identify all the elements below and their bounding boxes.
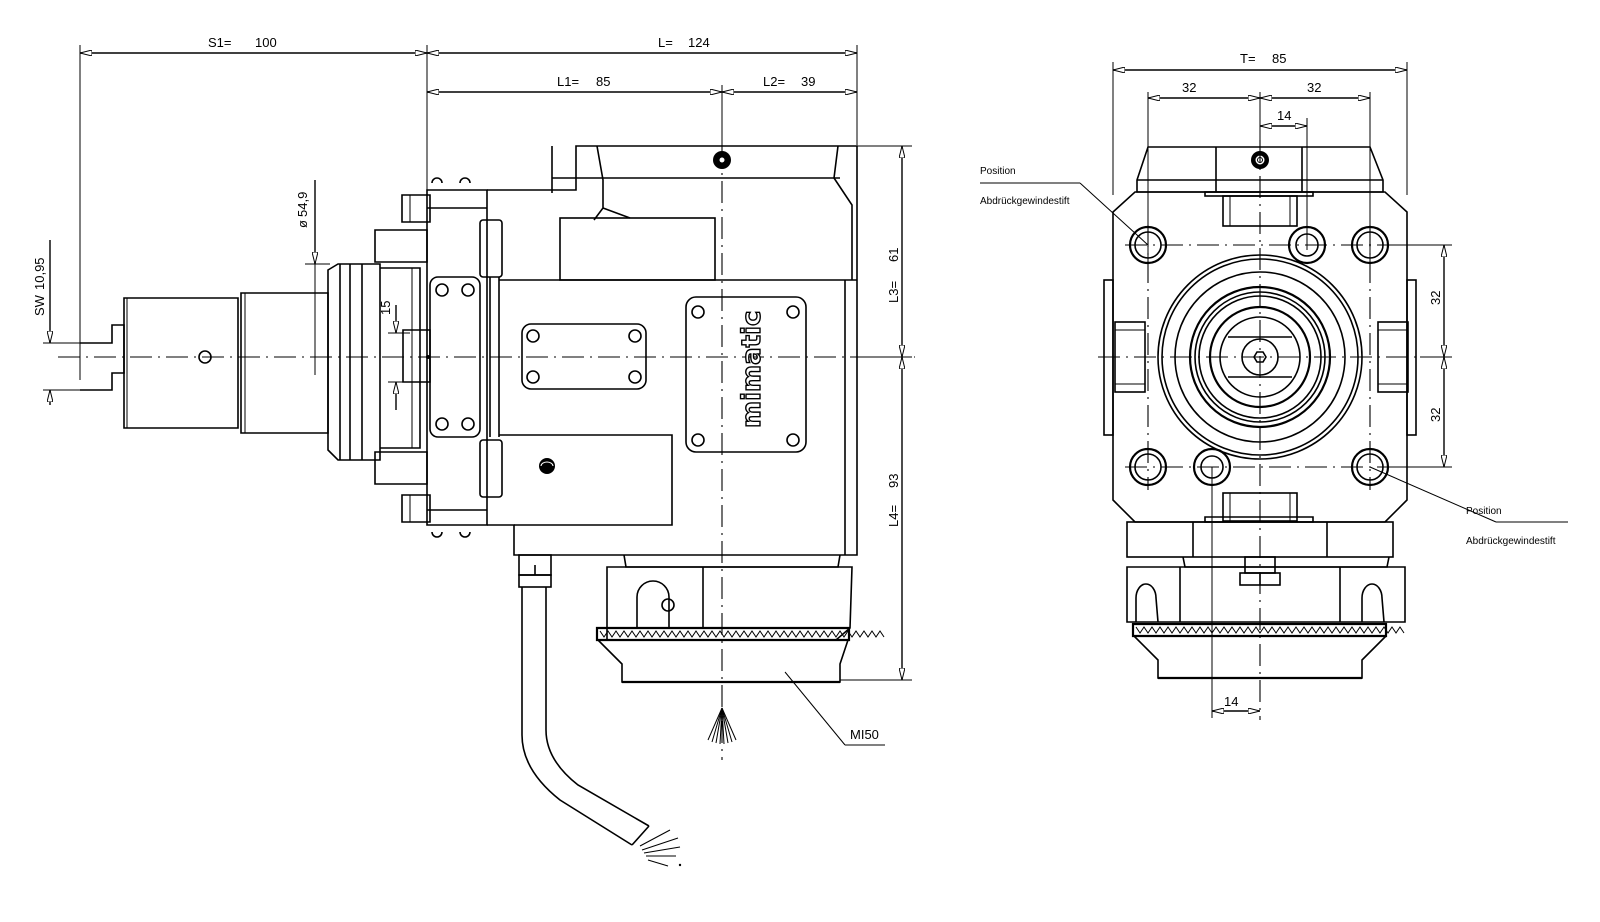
dimension-l-value: 124 xyxy=(688,35,710,50)
dimension-t: T= 85 xyxy=(1112,51,1408,195)
callout-top-line2: Abdrückgewindestift xyxy=(980,196,1070,207)
dimension-l4-label: L4= xyxy=(886,505,901,527)
callout-top: Position Abdrückgewindestift xyxy=(980,166,1149,246)
dimension-l3: L3= 61 xyxy=(850,145,912,358)
dimension-l2-value: 39 xyxy=(801,74,815,89)
flange-plate xyxy=(374,177,503,538)
dimension-sw-value: 10,95 xyxy=(32,257,47,290)
dimension-t-label: T= xyxy=(1240,51,1256,66)
dimension-s1-label: S1= xyxy=(208,35,232,50)
dimension-l1: L1= 85 xyxy=(427,74,722,92)
drive-shank xyxy=(80,263,431,461)
main-housing: mimatic xyxy=(487,145,858,556)
front-view: T= 85 32 32 14 xyxy=(980,51,1568,720)
dimension-top-right-value: 32 xyxy=(1307,80,1321,95)
dimension-right-lower-value: 32 xyxy=(1428,408,1443,422)
coolant-spray-icon xyxy=(707,707,737,745)
dimension-s1: S1= 100 xyxy=(79,35,428,380)
dimension-top-32: 32 32 xyxy=(1147,80,1371,270)
dimension-top-offset-value: 14 xyxy=(1277,108,1291,123)
callout-top-line1: Position xyxy=(980,166,1016,177)
dimension-diameter-label: ø xyxy=(295,220,310,228)
dimension-bottom-offset-value: 14 xyxy=(1224,694,1238,709)
dimension-l: L= 124 xyxy=(427,35,858,145)
dimension-t-value: 85 xyxy=(1272,51,1286,66)
dimension-bore-value: 15 xyxy=(378,301,393,315)
dimension-top-left-value: 32 xyxy=(1182,80,1196,95)
interface-ring xyxy=(595,554,885,684)
dimension-l1-label: L1= xyxy=(557,74,579,89)
callout-bottom-line2: Abdrückgewindestift xyxy=(1466,536,1556,547)
dimension-bore: 15 xyxy=(378,301,410,410)
dimension-l4: L4= 93 xyxy=(840,357,912,681)
spindle-face xyxy=(1157,254,1363,460)
dimension-diameter-value: 54,9 xyxy=(295,192,310,217)
dimension-right-upper-value: 32 xyxy=(1428,291,1443,305)
dimension-l1-value: 85 xyxy=(596,74,610,89)
dimension-sw: SW 10,95 xyxy=(32,240,82,405)
callout-interface: MI50 xyxy=(784,671,885,746)
dimension-bottom-14: 14 xyxy=(1211,467,1260,718)
side-view: S1= 100 L= 124 L1= 85 L2= 39 xyxy=(32,35,915,867)
callout-interface-label: MI50 xyxy=(850,727,879,742)
dimension-diameter: ø 54,9 xyxy=(295,180,330,375)
cable xyxy=(518,554,682,867)
dimension-l2-label: L2= xyxy=(763,74,785,89)
dimension-l4-value: 93 xyxy=(886,474,901,488)
dimension-s1-value: 100 xyxy=(255,35,277,50)
dimension-l-label: L= xyxy=(658,35,673,50)
callout-bottom-line1: Position xyxy=(1466,506,1502,517)
callout-bottom: Position Abdrückgewindestift xyxy=(1369,466,1568,547)
dimension-l3-value: 61 xyxy=(886,248,901,262)
dimension-right-32: 32 32 xyxy=(1390,244,1452,468)
brand-logo: mimatic xyxy=(737,311,767,428)
dimension-l3-label: L3= xyxy=(886,281,901,303)
bolt-holes xyxy=(1128,225,1390,487)
dimension-sw-label: SW xyxy=(32,294,47,316)
dimension-l2: L2= 39 xyxy=(721,74,857,145)
